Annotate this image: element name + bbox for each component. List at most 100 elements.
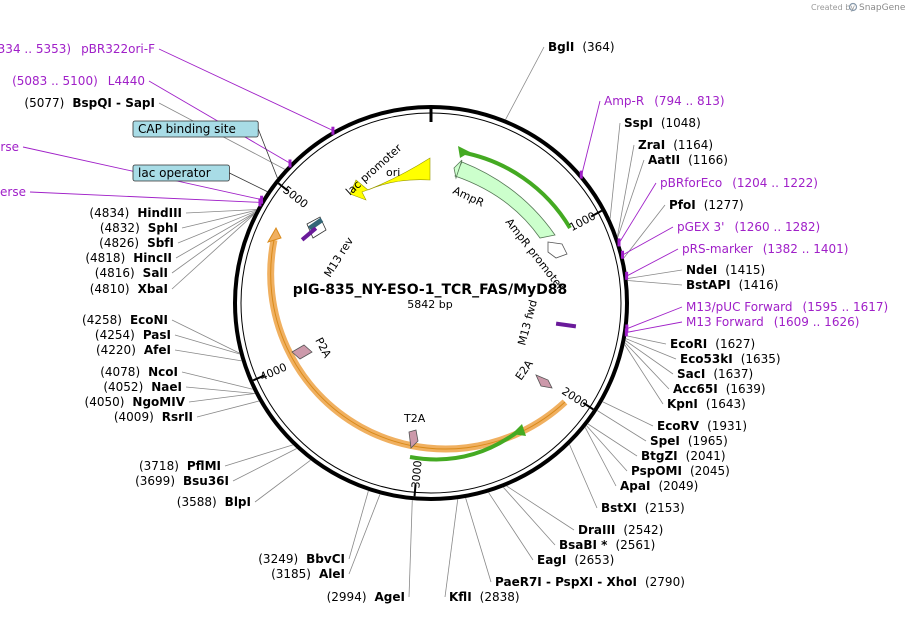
enzyme-position: (5077)	[24, 96, 64, 110]
enzyme-site-0[interactable]: BglI(364)	[548, 40, 615, 54]
primer-feature-8[interactable]: (4865 .. 4887)M13/pUC Reverse	[0, 140, 19, 154]
enzyme-site-13[interactable]: SpeI(1965)	[650, 434, 728, 448]
leader-PfoI	[623, 204, 666, 259]
enzyme-site-31[interactable]: (4052)NaeI	[103, 380, 182, 394]
enzyme-site-1[interactable]: SspI(1048)	[624, 116, 701, 130]
enzyme-site-3[interactable]: AatII(1166)	[648, 153, 728, 167]
enzyme-site-38[interactable]: (4818)HincII	[85, 251, 172, 265]
enzyme-name: AgeI	[375, 590, 405, 604]
primer-feature-3[interactable]: pRS-marker(1382 .. 1401)	[682, 242, 848, 256]
enzyme-site-12[interactable]: EcoRV(1931)	[657, 419, 747, 433]
enzyme-name: SacI	[677, 367, 705, 381]
enzyme-site-2[interactable]: ZraI(1164)	[638, 138, 713, 152]
enzyme-site-8[interactable]: Eco53kI(1635)	[680, 352, 781, 366]
enzyme-position: (1643)	[706, 397, 746, 411]
feature-leader-0	[581, 100, 601, 175]
enzyme-position: (3588)	[177, 495, 217, 509]
enzyme-site-34[interactable]: (4254)PasI	[95, 328, 171, 342]
enzyme-position: (2049)	[658, 479, 698, 493]
leader-BlpI	[254, 459, 311, 503]
enzyme-position: (1416)	[739, 278, 779, 292]
feature-marker-9	[258, 198, 262, 207]
enzyme-site-39[interactable]: (4826)SbfI	[99, 236, 174, 250]
t2a-feature[interactable]	[408, 429, 419, 449]
enzyme-site-28[interactable]: (3718)PflMI	[139, 459, 221, 473]
enzyme-position: (1164)	[673, 138, 713, 152]
primer-feature-0[interactable]: Amp-R(794 .. 813)	[604, 94, 725, 108]
e2a-feature[interactable]	[535, 374, 553, 389]
enzyme-site-24[interactable]: (3185)AleI	[271, 567, 345, 581]
primer-feature-4[interactable]: M13/pUC Forward(1595 .. 1617)	[686, 300, 888, 314]
enzyme-site-29[interactable]: (4009)RsrII	[114, 410, 193, 424]
boxed-feature-label[interactable]: CAP binding site	[138, 122, 236, 136]
m13-fwd-marker	[555, 321, 577, 329]
enzyme-position: (1627)	[715, 337, 755, 351]
enzyme-site-41[interactable]: (4834)HindIII	[89, 206, 182, 220]
enzyme-site-30[interactable]: (4050)NgoMIV	[85, 395, 186, 409]
feature-marker-8	[260, 195, 264, 204]
enzyme-site-42[interactable]: (5077)BspQI - SapI	[24, 96, 155, 110]
ampr-label: AmpR	[451, 184, 487, 210]
enzyme-position: (4254)	[95, 328, 135, 342]
enzyme-site-7[interactable]: EcoRI(1627)	[670, 337, 755, 351]
feature-leader-2	[622, 226, 674, 256]
enzyme-site-23[interactable]: (2994)AgeI	[327, 590, 405, 604]
enzyme-site-16[interactable]: ApaI(2049)	[620, 479, 698, 493]
enzyme-site-18[interactable]: DraIII(2542)	[578, 523, 663, 537]
enzyme-site-10[interactable]: Acc65I(1639)	[673, 382, 766, 396]
leader-BsaBI *	[503, 487, 556, 546]
enzyme-site-19[interactable]: BsaBI *(2561)	[559, 538, 655, 552]
enzyme-name: BglI	[548, 40, 574, 54]
ampr-promoter-feature[interactable]	[547, 241, 568, 259]
enzyme-site-40[interactable]: (4832)SphI	[100, 221, 178, 235]
enzyme-position: (3249)	[258, 552, 298, 566]
enzyme-name: SalI	[143, 266, 168, 280]
box-0	[132, 120, 259, 138]
leader-Eco53kI	[625, 338, 677, 360]
primer-feature-1[interactable]: pBRforEco(1204 .. 1222)	[660, 176, 818, 190]
primer-feature-2[interactable]: pGEX 3'(1260 .. 1282)	[677, 220, 820, 234]
enzyme-position: (4834)	[89, 206, 129, 220]
enzyme-site-37[interactable]: (4816)SalI	[95, 266, 168, 280]
leader-NcoI	[181, 371, 253, 390]
leader-SpeI	[597, 410, 647, 442]
enzyme-site-11[interactable]: KpnI(1643)	[667, 397, 746, 411]
p2a-feature[interactable]	[291, 344, 313, 360]
enzyme-position: (1635)	[741, 352, 781, 366]
primer-feature-9[interactable]: (4852 .. 4868)M13 Reverse	[0, 185, 26, 199]
enzyme-site-22[interactable]: KflI(2838)	[449, 590, 520, 604]
enzyme-site-20[interactable]: EagI(2653)	[537, 553, 614, 567]
enzyme-site-17[interactable]: BstXI(2153)	[601, 501, 685, 515]
primer-feature-6[interactable]: (5334 .. 5353)pBR322ori-F	[0, 42, 155, 56]
enzyme-site-25[interactable]: (3249)BbvCI	[258, 552, 345, 566]
ampr-feature[interactable]	[454, 161, 556, 239]
leader-NaeI	[185, 386, 255, 394]
enzyme-position: (4050)	[85, 395, 125, 409]
enzyme-position: (2041)	[686, 449, 726, 463]
enzyme-position: (2153)	[645, 501, 685, 515]
feature-label: M13 Forward	[686, 315, 764, 329]
enzyme-site-26[interactable]: (3588)BlpI	[177, 495, 251, 509]
enzyme-site-5[interactable]: NdeI(1415)	[686, 263, 765, 277]
primer-feature-5[interactable]: M13 Forward(1609 .. 1626)	[686, 315, 859, 329]
primer-feature-7[interactable]: (5083 .. 5100)L4440	[12, 74, 145, 88]
enzyme-site-15[interactable]: PspOMI(2045)	[631, 464, 730, 478]
enzyme-site-32[interactable]: (4078)NcoI	[100, 365, 178, 379]
enzyme-site-6[interactable]: BstAPI(1416)	[686, 278, 778, 292]
enzyme-name: EcoRV	[657, 419, 700, 433]
ori-label: ori	[386, 166, 400, 179]
ori-feature[interactable]	[349, 157, 431, 201]
enzyme-site-9[interactable]: SacI(1637)	[677, 367, 753, 381]
leader-EcoNI	[171, 319, 240, 354]
enzyme-site-36[interactable]: (4810)XbaI	[90, 282, 168, 296]
enzyme-site-33[interactable]: (4220)AfeI	[96, 343, 171, 357]
enzyme-site-21[interactable]: PaeR7I - PspXI - XhoI(2790)	[495, 575, 685, 589]
plasmid-length: 5842 bp	[407, 298, 452, 311]
leader-SacI	[625, 340, 674, 375]
enzyme-position: (4078)	[100, 365, 140, 379]
boxed-feature-label[interactable]: lac operator	[138, 166, 211, 180]
enzyme-site-14[interactable]: BtgZI(2041)	[641, 449, 726, 463]
enzyme-site-4[interactable]: PfoI(1277)	[669, 198, 744, 212]
enzyme-site-27[interactable]: (3699)Bsu36I	[135, 474, 229, 488]
enzyme-site-35[interactable]: (4258)EcoNI	[82, 313, 168, 327]
